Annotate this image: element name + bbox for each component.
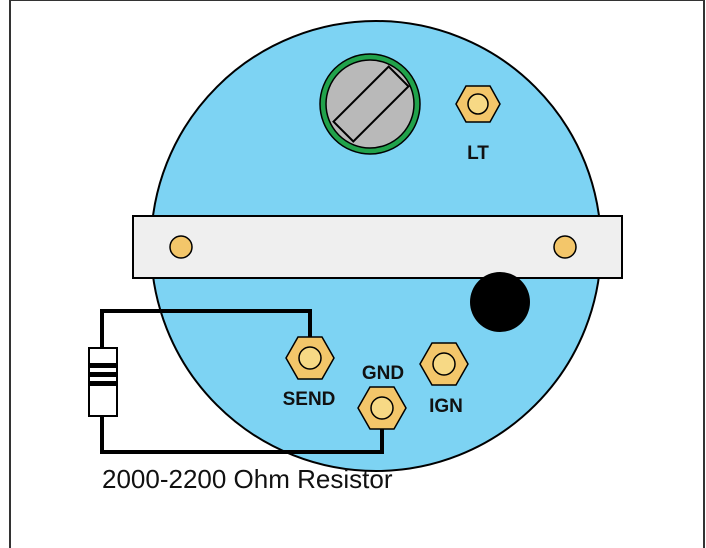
stud-ign xyxy=(432,352,456,376)
wire-bottom xyxy=(100,416,384,454)
stud-gnd xyxy=(370,396,394,420)
terminal-send: SEND xyxy=(283,336,336,410)
mount-hole xyxy=(470,272,530,332)
adjuster-knob xyxy=(319,53,421,155)
resistor-wiring xyxy=(100,309,384,454)
resistor-band-1 xyxy=(89,363,117,368)
terminal-label-ign: IGN xyxy=(429,396,463,417)
stud-send xyxy=(298,346,322,370)
resistor-caption: 2000-2200 Ohm Resistor xyxy=(102,464,393,494)
bracket-bolt-right xyxy=(553,235,577,259)
terminal-lt: LT xyxy=(455,85,501,164)
adjuster-slot xyxy=(332,65,410,143)
terminal-label-send: SEND xyxy=(283,389,336,410)
resistor xyxy=(88,347,118,417)
bracket-bolt-left xyxy=(169,235,193,259)
resistor-band-2 xyxy=(89,372,117,377)
terminal-label-gnd: GND xyxy=(362,363,404,384)
mounting-bracket xyxy=(132,215,623,279)
bracket-bar xyxy=(132,215,623,279)
stud-lt xyxy=(467,93,489,115)
terminal-ign: IGN xyxy=(419,342,469,417)
resistor-band-3 xyxy=(89,381,117,386)
wire-top xyxy=(100,309,312,348)
terminal-label-lt: LT xyxy=(467,143,489,164)
terminal-gnd: GND xyxy=(357,363,407,430)
